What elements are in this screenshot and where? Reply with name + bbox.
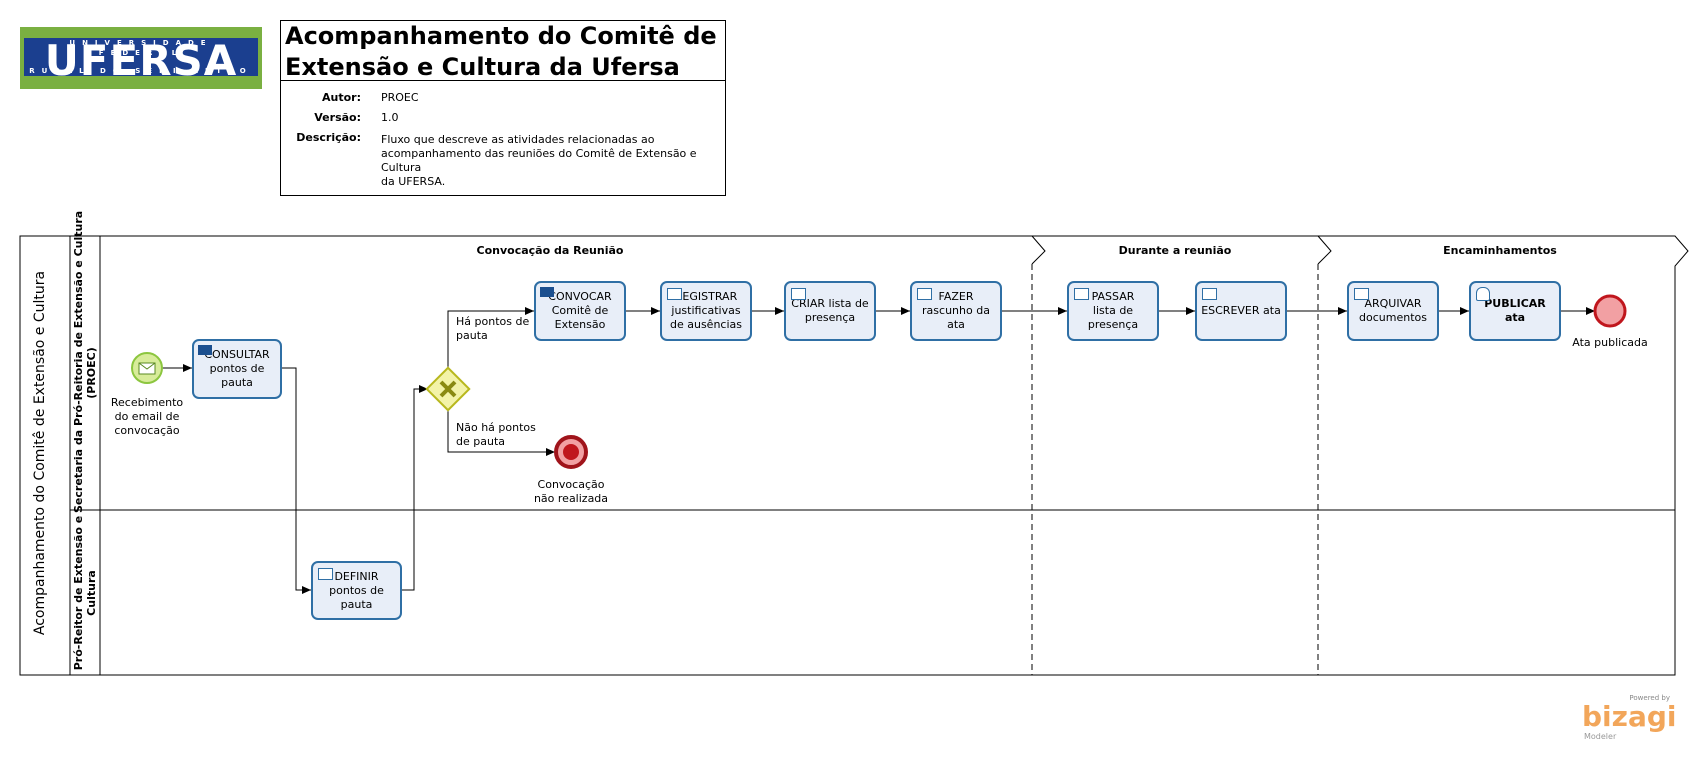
phase-encaminhamentos: Encaminhamentos <box>1443 244 1557 257</box>
lane-2-line-2: Cultura <box>85 570 98 616</box>
task-criar[interactable]: CRIAR lista de presença <box>784 281 876 341</box>
script-icon <box>1354 288 1369 300</box>
envelope-icon <box>198 345 212 355</box>
script-icon <box>667 288 682 300</box>
task-escrever[interactable]: ESCREVER ata <box>1195 281 1287 341</box>
flow-gateway-abort <box>447 409 555 456</box>
ufersa-logo: UNIVERSIDADE FEDERAL UFERSA RURAL DO SEM… <box>20 27 262 89</box>
diagram-title: Acompanhamento do Comitê de Extensão e C… <box>281 21 725 81</box>
lane-label-secretaria: Secretaria da Pró-Reitoria de Extensão e… <box>72 210 98 513</box>
flow-gateway-convocar <box>447 307 534 369</box>
task-escrever-label: ESCREVER ata <box>1201 304 1281 317</box>
title-line-2: Extensão e Cultura da Ufersa <box>285 53 680 81</box>
task-definir[interactable]: DEFINIR pontos de pauta <box>311 561 402 620</box>
script-icon <box>1074 288 1089 300</box>
phase-durante: Durante a reunião <box>1118 244 1232 257</box>
powered-by-text: Powered by <box>1629 694 1670 702</box>
task-criar-label: CRIAR lista de presença <box>791 297 869 324</box>
lane-1-line-1: Secretaria da Pró-Reitoria de Extensão e… <box>72 210 85 513</box>
phase-divider-2 <box>1317 235 1332 265</box>
pool-border <box>19 235 1689 676</box>
envelope-icon <box>540 287 554 297</box>
script-icon <box>1202 288 1217 300</box>
title-line-1: Acompanhamento do Comitê de <box>285 22 717 50</box>
author-label: Autor: <box>322 91 361 104</box>
phase-divider-1 <box>1031 235 1046 265</box>
modeler-text: Modeler <box>1584 732 1617 741</box>
user-icon <box>1476 287 1490 301</box>
logo-text: UFERSA <box>44 36 238 85</box>
version-value: 1.0 <box>381 111 399 124</box>
bizagi-brand: bizagi <box>1582 700 1677 733</box>
diagram-header: Acompanhamento do Comitê de Extensão e C… <box>280 20 726 196</box>
pool-label: Acompanhamento do Comitê de Extensão e C… <box>32 270 48 636</box>
description-line-1: Fluxo que descreve as atividades relacio… <box>381 133 655 146</box>
logo-top-text: UNIVERSIDADE FEDERAL <box>69 39 213 57</box>
description-label: Descrição: <box>296 131 361 144</box>
description-line-3: da UFERSA. <box>381 175 446 188</box>
bizagi-watermark: Powered by bizagi Modeler <box>1582 694 1677 741</box>
logo-band: UNIVERSIDADE FEDERAL UFERSA RURAL DO SEM… <box>24 38 258 82</box>
lane-label-pro-reitor: Pró-Reitor de Extensão e Cultura <box>72 513 98 673</box>
description-line-2: acompanhamento das reuniões do Comitê de… <box>381 147 697 174</box>
published-event-label: Ata publicada <box>1572 336 1648 349</box>
phase-convocacao: Convocação da Reunião <box>476 244 624 257</box>
script-icon <box>791 288 806 300</box>
gateway-x-icon <box>439 380 457 398</box>
description-value: Fluxo que descreve as atividades relacio… <box>381 133 711 189</box>
script-icon <box>318 568 333 580</box>
lane-2-line-1: Pró-Reitor de Extensão e <box>72 515 85 671</box>
lane-1-line-2: (PROEC) <box>85 347 98 399</box>
logo-bottom-text: RURAL DO SEMI-ÁRIDO <box>29 67 253 75</box>
end-event-published <box>1593 294 1627 328</box>
flow-consultar-definir <box>282 367 311 594</box>
version-label: Versão: <box>314 111 361 124</box>
flow-definir-gateway <box>402 385 428 591</box>
task-definir-label: DEFINIR pontos de pauta <box>329 569 384 611</box>
script-icon <box>917 288 932 300</box>
author-value: PROEC <box>381 91 419 104</box>
